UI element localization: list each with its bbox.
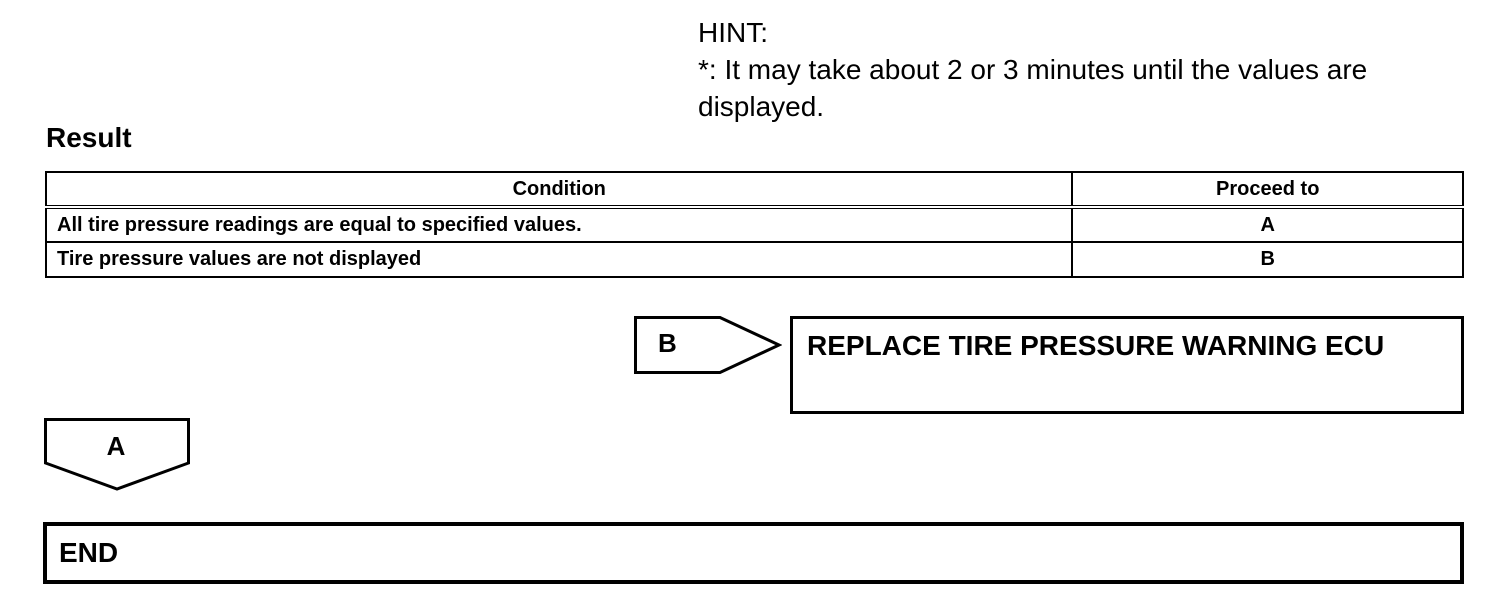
column-header-condition: Condition: [44, 171, 1074, 209]
result-table: Condition Proceed to All tire pressure r…: [44, 171, 1464, 278]
hint-text-line-2: displayed.: [698, 91, 825, 122]
proceed-to-cell: A: [1071, 206, 1464, 243]
condition-cell: All tire pressure readings are equal to …: [44, 206, 1074, 243]
right-arrow-icon: [634, 316, 782, 374]
column-header-proceed-to: Proceed to: [1071, 171, 1464, 209]
proceed-to-cell: B: [1071, 241, 1464, 278]
down-arrow-icon: [44, 418, 190, 491]
branch-b-label: B: [658, 328, 677, 358]
table-row: All tire pressure readings are equal to …: [44, 206, 1464, 243]
branch-a-arrow: A: [44, 418, 190, 492]
replace-ecu-box: REPLACE TIRE PRESSURE WARNING ECU: [790, 316, 1464, 414]
table-row: Tire pressure values are not displayed B: [44, 241, 1464, 278]
table-header-row: Condition Proceed to: [44, 171, 1464, 209]
hint-block: HINT: *: It may take about 2 or 3 minute…: [698, 14, 1478, 125]
end-box: END: [43, 522, 1464, 584]
hint-label: HINT:: [698, 17, 768, 48]
result-heading: Result: [46, 122, 132, 153]
condition-cell: Tire pressure values are not displayed: [44, 241, 1074, 278]
branch-a-label: A: [106, 431, 126, 461]
hint-text-line-1: *: It may take about 2 or 3 minutes unti…: [698, 54, 1368, 85]
branch-b-arrow: B: [634, 316, 782, 374]
